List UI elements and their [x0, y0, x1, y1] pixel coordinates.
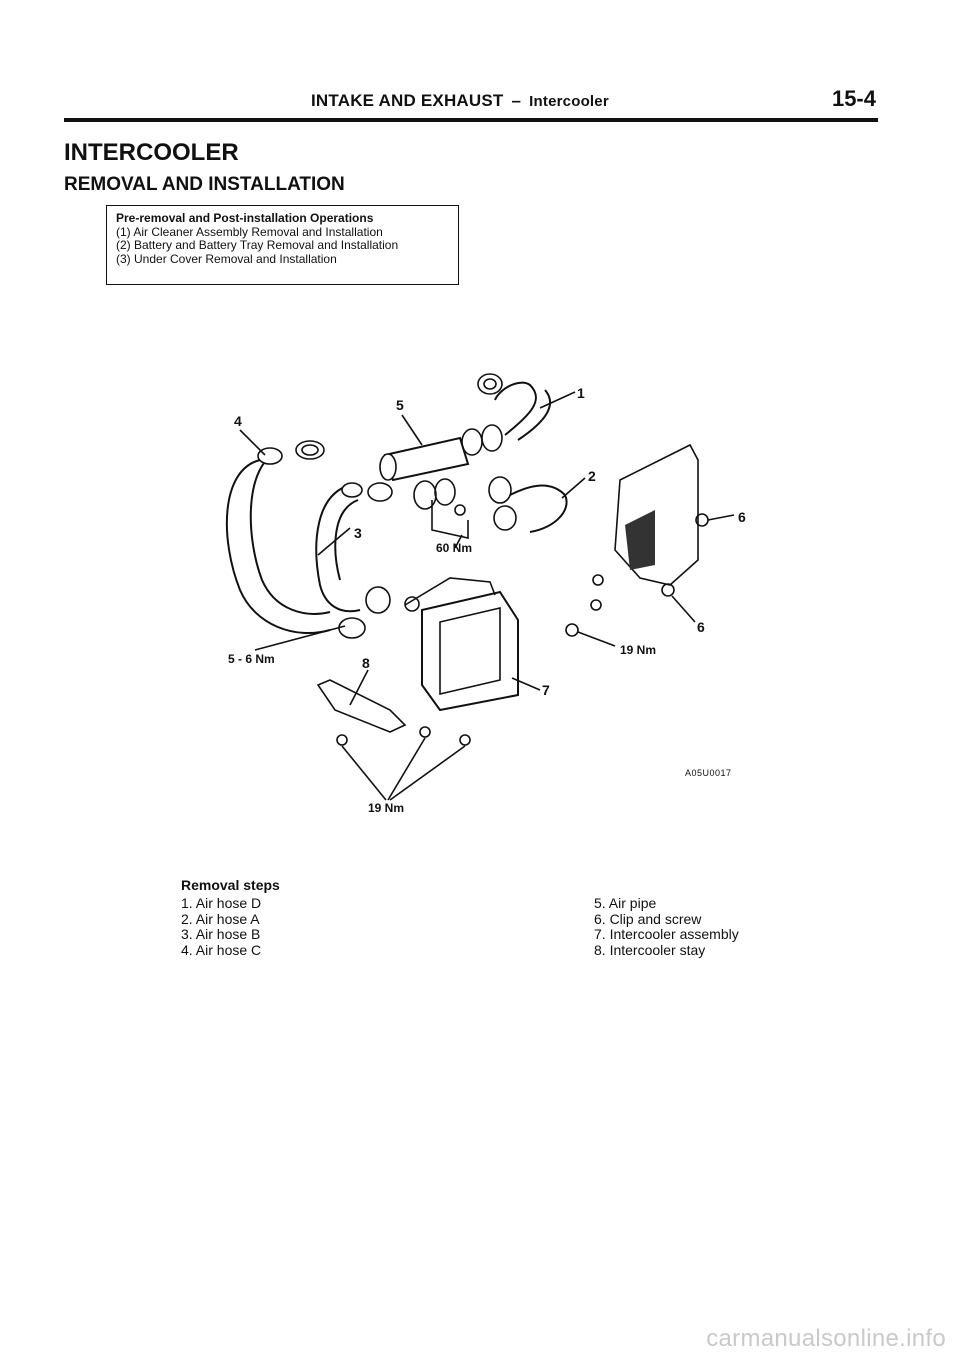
- removal-step: 6. Clip and screw: [594, 910, 702, 927]
- clamp-icon: [477, 373, 503, 395]
- leader-line: [389, 745, 466, 801]
- clamp-icon: [481, 424, 503, 452]
- removal-steps-right: 5. Air pipe 6. Clip and screw 7. Interco…: [594, 895, 739, 958]
- pre-removal-item: (3) Under Cover Removal and Installation: [116, 251, 337, 266]
- clamp-icon: [295, 440, 325, 460]
- removal-steps-heading: Removal steps: [181, 877, 280, 893]
- air-hose-c-end: [257, 447, 283, 465]
- leader-line: [341, 745, 387, 801]
- clip-icon: [661, 583, 675, 597]
- clamp-icon: [365, 586, 391, 614]
- air-hose-d: [494, 381, 537, 436]
- header-rule: [64, 118, 878, 122]
- callout-8: 8: [362, 655, 370, 671]
- clamp-icon: [483, 378, 497, 390]
- air-pipe-end: [379, 453, 397, 481]
- air-hose-d-inner: [517, 389, 551, 441]
- callout-5: 5: [396, 397, 404, 413]
- removal-step: 5. Air pipe: [594, 895, 657, 911]
- bolt-icon: [454, 504, 466, 516]
- torque-19nm-bottom: 19 Nm: [368, 801, 404, 815]
- removal-step: 8. Intercooler stay: [594, 941, 706, 958]
- air-pipe: [383, 436, 470, 482]
- clamp-icon: [488, 476, 512, 504]
- leader-line: [239, 429, 266, 456]
- callout-6a: 6: [738, 509, 746, 525]
- leader-line: [561, 477, 586, 499]
- page-title: INTERCOOLER: [64, 139, 239, 166]
- pre-removal-item: (2) Battery and Battery Tray Removal and…: [116, 238, 399, 252]
- removal-step: 2. Air hose A: [181, 910, 260, 927]
- header-section-title: INTAKE AND EXHAUST–Intercooler: [311, 91, 609, 111]
- leader-line: [539, 391, 576, 409]
- torque-19nm-right: 19 Nm: [620, 643, 656, 657]
- header-subsection: Intercooler: [529, 93, 609, 110]
- clamp-icon: [338, 617, 366, 639]
- removal-steps-left: 1. Air hose D 2. Air hose A 3. Air hose …: [181, 895, 262, 958]
- callout-4: 4: [234, 413, 242, 429]
- air-hose-b-end: [341, 482, 363, 498]
- leader-line: [671, 595, 696, 623]
- clamp-icon: [434, 478, 456, 506]
- callout-1: 1: [577, 385, 585, 401]
- header-section: INTAKE AND EXHAUST: [311, 91, 504, 110]
- clip-icon: [590, 599, 602, 611]
- clamp-icon: [301, 444, 319, 456]
- leader-line: [387, 737, 426, 801]
- duct-grille: [625, 510, 655, 570]
- pre-removal-box: Pre-removal and Post-installation Operat…: [106, 205, 459, 285]
- leader-line: [577, 631, 616, 647]
- callout-3: 3: [354, 525, 362, 541]
- pipe-bracket: [431, 500, 469, 539]
- intercooler-stay: [316, 679, 407, 733]
- duct-panel: [614, 443, 699, 586]
- intercooler-top: [404, 577, 496, 606]
- torque-5-6nm: 5 - 6 Nm: [228, 652, 275, 666]
- clip-icon: [592, 574, 604, 586]
- removal-step: 7. Intercooler assembly: [594, 926, 739, 942]
- torque-60nm: 60 Nm: [436, 541, 472, 555]
- removal-step: 3. Air hose B: [181, 926, 261, 942]
- bolt-icon: [419, 726, 431, 738]
- air-hose-b: [315, 484, 361, 613]
- header-dash: –: [511, 91, 522, 110]
- callout-7: 7: [542, 682, 550, 698]
- callout-6b: 6: [697, 619, 705, 635]
- bolt-icon: [336, 734, 348, 746]
- pre-removal-heading: Pre-removal and Post-installation Operat…: [116, 211, 374, 225]
- bolt-icon: [459, 734, 471, 746]
- leader-line: [707, 514, 735, 521]
- page-number: 15-4: [831, 86, 876, 111]
- footer-watermark: carmanualsonline.info: [706, 1325, 946, 1352]
- leader-line: [511, 677, 541, 691]
- clamp-icon: [367, 482, 393, 502]
- callout-2: 2: [588, 468, 596, 484]
- figure-code: A05U0017: [685, 768, 732, 778]
- leader-line: [317, 527, 351, 556]
- removal-step: 1. Air hose D: [181, 895, 262, 911]
- air-hose-b-inner: [334, 499, 359, 581]
- clamp-icon: [493, 505, 517, 531]
- pre-removal-item: (1) Air Cleaner Assembly Removal and Ins…: [116, 224, 383, 239]
- clamp-icon: [461, 428, 483, 456]
- air-hose-a: [509, 484, 568, 533]
- intercooler-body: [421, 590, 519, 712]
- leader-line: [454, 534, 463, 549]
- page-subtitle: REMOVAL AND INSTALLATION: [64, 174, 345, 195]
- clip-icon: [565, 623, 579, 637]
- air-hose-c: [225, 459, 331, 635]
- leader-line: [349, 669, 369, 706]
- air-hose-c-inner: [249, 451, 331, 615]
- intercooler-face: [439, 606, 501, 696]
- removal-step: 4. Air hose C: [181, 941, 262, 958]
- leader-line: [401, 414, 423, 446]
- leader-line: [254, 625, 346, 651]
- intercooler-exploded-diagram: 1 2 3 4 5 6 6 7 8 60 Nm 5 - 6 Nm 19 Nm 1…: [225, 373, 746, 815]
- bolt-icon: [404, 596, 420, 612]
